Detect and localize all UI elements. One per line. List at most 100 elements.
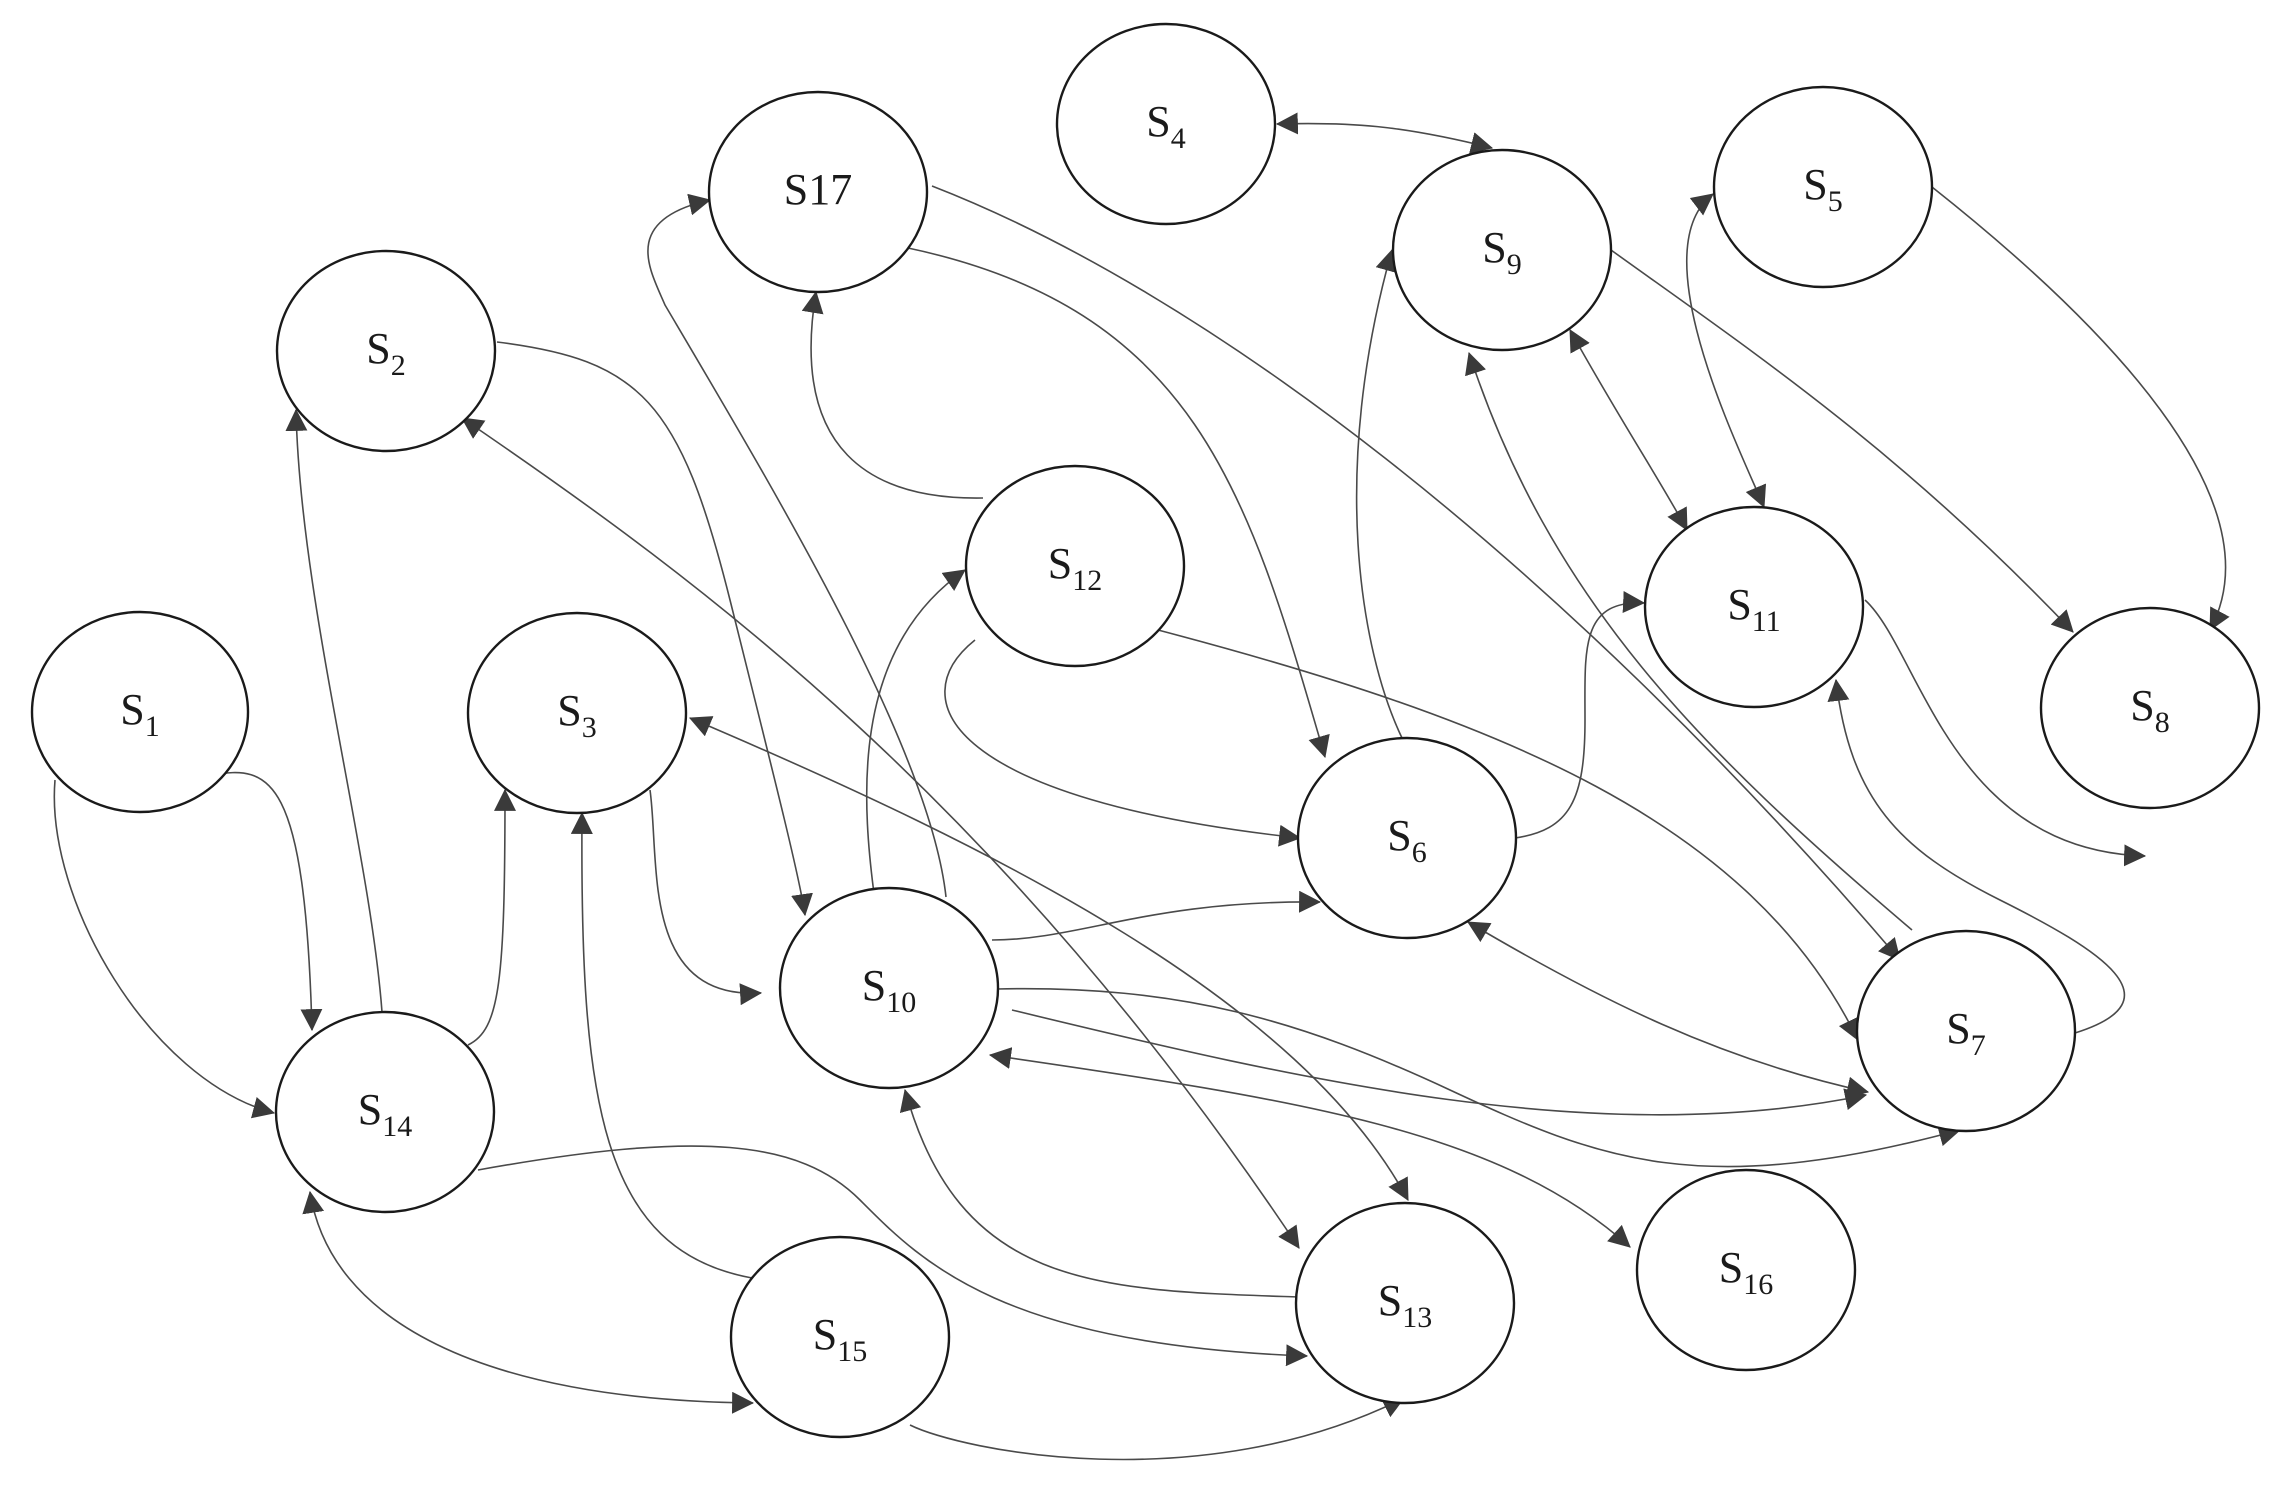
- node-circle-s1: [30, 610, 250, 814]
- node-label-main: S: [358, 1085, 382, 1134]
- edge-s1-s14: [53, 779, 276, 1119]
- node-s12: S12: [964, 464, 1186, 668]
- edge-s14-s2: [285, 408, 383, 1013]
- node-label-s12: S12: [1048, 539, 1102, 597]
- node-s2: S2: [275, 249, 497, 453]
- node-s6: S6: [1296, 736, 1518, 940]
- node-s16: S16: [1635, 1168, 1857, 1372]
- edge-s3-s10: [649, 789, 763, 1006]
- node-circle-s8: [2039, 606, 2261, 810]
- node-s10: S10: [778, 886, 1000, 1090]
- node-label-subscript: 9: [1507, 248, 1522, 281]
- node-label-main: S: [1146, 97, 1170, 146]
- node-circle-s14: [274, 1010, 496, 1214]
- node-s3: S3: [466, 611, 688, 815]
- node-circle-s7: [1855, 929, 2077, 1133]
- node-label-s5: S5: [1803, 160, 1842, 218]
- node-label-main: S: [862, 961, 886, 1010]
- node-circle-s9: [1391, 148, 1613, 352]
- edge-s10-s17: [647, 193, 947, 898]
- node-s13: S13: [1294, 1201, 1516, 1405]
- node-label-subscript: 14: [382, 1110, 412, 1143]
- node-label-main: S: [1719, 1243, 1743, 1292]
- node-label-subscript: 7: [1971, 1029, 1986, 1062]
- node-label-s9: S9: [1482, 223, 1521, 281]
- node-circle-s2: [275, 249, 497, 453]
- node-label-subscript: 13: [1402, 1301, 1432, 1334]
- node-label-main: S: [1378, 1276, 1402, 1325]
- node-label-main: S: [1482, 223, 1506, 272]
- node-label-subscript: 15: [837, 1335, 867, 1368]
- node-label-subscript: 4: [1171, 122, 1186, 155]
- node-label-main: S: [1048, 539, 1072, 588]
- node-label-s16: S16: [1719, 1243, 1773, 1301]
- node-circle-s3: [466, 611, 688, 815]
- node-s8: S8: [2039, 606, 2261, 810]
- node-circle-s17: [707, 90, 929, 294]
- edge-s14-s15: [302, 1190, 755, 1414]
- edge-s12-s17: [801, 290, 984, 499]
- node-label-subscript: 6: [1412, 836, 1427, 869]
- edge-s9-s11: [1569, 329, 1688, 531]
- node-label-s10: S10: [862, 961, 916, 1019]
- node-label-s8: S8: [2130, 681, 2169, 739]
- node-s9: S9: [1391, 148, 1613, 352]
- node-label-subscript: 12: [1072, 564, 1102, 597]
- node-label-main: S: [1727, 580, 1751, 629]
- node-s15: S15: [729, 1235, 951, 1439]
- edge-s15-s3: [570, 811, 753, 1279]
- edge-s12-s6: [944, 639, 1302, 847]
- node-label-s11: S11: [1727, 580, 1780, 638]
- node-label-subscript: 16: [1743, 1268, 1773, 1301]
- node-s7: S7: [1855, 929, 2077, 1133]
- edge-s7-s9: [1465, 351, 1913, 931]
- node-label-s7: S7: [1946, 1004, 1985, 1062]
- node-label-s4: S4: [1146, 97, 1185, 155]
- node-circle-s10: [778, 886, 1000, 1090]
- edge-s14-s3: [467, 788, 516, 1046]
- node-s5: S5: [1712, 85, 1934, 289]
- node-label-main: S: [2130, 681, 2154, 730]
- node-label-subscript: 2: [391, 349, 406, 382]
- node-label-subscript: 5: [1828, 185, 1843, 218]
- edge-s13-s10: [899, 1088, 1299, 1298]
- edge-s10-s12: [863, 569, 966, 917]
- node-label-subscript: 10: [886, 986, 916, 1019]
- nodes-layer: S1S2S3S4S5S6S7S8S9S10S11S12S13S14S15S16S…: [30, 22, 2261, 1439]
- node-circle-s15: [729, 1235, 951, 1439]
- node-circle-s13: [1294, 1201, 1516, 1405]
- node-label-subscript: 8: [2155, 706, 2170, 739]
- node-s4: S4: [1055, 22, 1277, 226]
- node-label-main: S: [366, 324, 390, 373]
- edge-s17-s6: [907, 247, 1330, 759]
- node-label-main: S: [1803, 160, 1827, 209]
- node-label-main: S17: [784, 165, 852, 214]
- node-label-s3: S3: [557, 686, 596, 744]
- node-label-main: S: [813, 1310, 837, 1359]
- node-label-main: S: [557, 686, 581, 735]
- edge-s17-s7: [931, 185, 1901, 961]
- edge-s6-s7: [1467, 921, 1870, 1099]
- node-circle-s12: [964, 464, 1186, 668]
- node-label-subscript: 1: [145, 710, 160, 743]
- node-label-s15: S15: [813, 1310, 867, 1368]
- edge-s5-s11: [1685, 193, 1767, 509]
- node-s17: S17: [707, 90, 929, 294]
- node-label-subscript: 3: [582, 711, 597, 744]
- node-label-s2: S2: [366, 324, 405, 382]
- node-circle-s6: [1296, 736, 1518, 940]
- node-s1: S1: [30, 610, 250, 814]
- node-circle-s4: [1055, 22, 1277, 226]
- edge-s10-s7: [1011, 1009, 1868, 1116]
- node-label-main: S: [1946, 1004, 1970, 1053]
- node-label-subscript: 11: [1752, 605, 1781, 638]
- edge-s10-s16: [988, 1047, 1631, 1248]
- node-circle-s16: [1635, 1168, 1857, 1372]
- edge-s1-s14: [211, 771, 323, 1032]
- edge-s9-s8: [1610, 249, 2074, 633]
- edge-s4-s9: [1275, 112, 1494, 154]
- edge-s15-s13: [909, 1397, 1405, 1461]
- node-label-s17: S17: [784, 165, 852, 214]
- node-label-s14: S14: [358, 1085, 412, 1143]
